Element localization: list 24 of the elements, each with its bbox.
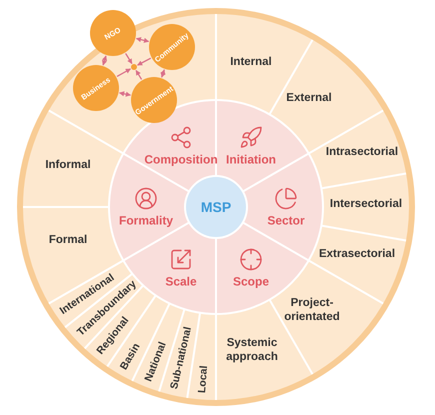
segment-label: Systemic approach bbox=[212, 336, 292, 364]
segment-label: Extrasectorial bbox=[312, 247, 402, 261]
arrow bbox=[119, 91, 131, 97]
arrow bbox=[136, 70, 142, 80]
arrow bbox=[160, 69, 166, 78]
category-label: Initiation bbox=[226, 152, 276, 167]
category-label: Scale bbox=[165, 274, 197, 288]
category-label: Scope bbox=[232, 274, 269, 288]
arrow bbox=[102, 55, 108, 66]
category-label: Formality bbox=[118, 214, 173, 228]
category-label: Composition bbox=[144, 152, 218, 167]
arrow bbox=[137, 58, 152, 66]
category-label: Sector bbox=[267, 214, 305, 228]
segment-label: External bbox=[274, 91, 344, 105]
segment-label: Formal bbox=[33, 233, 103, 247]
segment-label: Local bbox=[195, 366, 212, 394]
arrow bbox=[116, 68, 131, 77]
segment-label: Informal bbox=[33, 158, 103, 172]
arrow bbox=[125, 53, 132, 64]
segment-label: Internal bbox=[216, 55, 286, 69]
arrow bbox=[136, 37, 150, 43]
segment-label: Project-orientated bbox=[276, 296, 348, 324]
segment-label: Intrasectorial bbox=[317, 145, 407, 159]
segment-label: Intersectorial bbox=[321, 197, 411, 211]
